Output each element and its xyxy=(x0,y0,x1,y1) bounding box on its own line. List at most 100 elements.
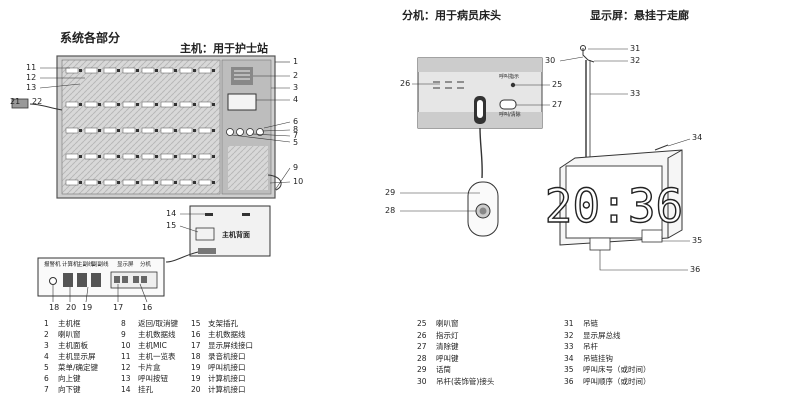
card-slot xyxy=(65,127,79,134)
host-heading: 主机：用于护士站 xyxy=(180,42,268,55)
card-slot xyxy=(179,67,193,74)
legend-number: 35 xyxy=(564,365,574,374)
display-clock: 20:36 xyxy=(545,179,683,233)
legend-text: 呼叫键 xyxy=(436,353,459,363)
call-button[interactable] xyxy=(79,103,82,106)
up-button[interactable] xyxy=(236,128,244,136)
menu-button[interactable] xyxy=(226,128,234,136)
callout-host: 13 xyxy=(26,83,37,92)
callout-back: 18 xyxy=(49,303,60,312)
call-button[interactable] xyxy=(98,103,101,106)
legend-number: 18 xyxy=(191,352,201,361)
call-button[interactable] xyxy=(193,181,196,184)
call-button[interactable] xyxy=(79,129,82,132)
card-slot xyxy=(84,179,98,186)
call-button[interactable] xyxy=(212,69,215,72)
call-button[interactable] xyxy=(98,69,101,72)
call-button[interactable] xyxy=(136,103,139,106)
call-button[interactable] xyxy=(174,103,177,106)
callout-back: 16 xyxy=(142,303,153,312)
call-button[interactable] xyxy=(193,103,196,106)
call-button[interactable] xyxy=(117,129,120,132)
legend-number: 20 xyxy=(191,385,201,394)
legend-text: 呼叫按钮 xyxy=(138,374,168,383)
call-button[interactable] xyxy=(212,155,215,158)
call-button[interactable] xyxy=(98,181,101,184)
host-card-area xyxy=(61,59,221,195)
ext-label-indicator: 呼叫指示 xyxy=(499,74,520,80)
back-button[interactable] xyxy=(256,128,264,136)
call-button[interactable] xyxy=(212,129,215,132)
call-button[interactable] xyxy=(193,129,196,132)
call-button[interactable] xyxy=(136,155,139,158)
card-slot xyxy=(103,153,117,160)
legend-number: 32 xyxy=(564,330,574,340)
callout-ext: 29 xyxy=(385,188,396,197)
call-button[interactable] xyxy=(79,155,82,158)
call-button[interactable] xyxy=(155,129,158,132)
callout-disp: 33 xyxy=(630,89,641,98)
host-buttons xyxy=(226,128,264,136)
call-button[interactable] xyxy=(174,69,177,72)
card-slot xyxy=(160,179,174,186)
callout-host: 3 xyxy=(293,83,299,92)
legend-text: 主机显示屏 xyxy=(58,352,96,361)
host-data-plug xyxy=(11,98,29,109)
back-label-main-line: 主副线 xyxy=(77,262,94,268)
card-slot xyxy=(84,153,98,160)
legend-number: 31 xyxy=(564,319,574,328)
down-button[interactable] xyxy=(246,128,254,136)
legend-number: 36 xyxy=(564,376,574,386)
card-slot xyxy=(198,179,212,186)
legend-number: 14 xyxy=(121,385,131,394)
legend-number: 2 xyxy=(44,330,49,339)
call-button[interactable] xyxy=(136,129,139,132)
callout-host: 10 xyxy=(293,177,304,186)
legend-text: 主机数据线 xyxy=(208,330,246,339)
call-button[interactable] xyxy=(98,129,101,132)
call-button[interactable] xyxy=(212,103,215,106)
card-slot xyxy=(103,101,117,108)
callout-disp: 36 xyxy=(690,265,701,274)
callout-host: 11 xyxy=(26,63,37,72)
call-clear-button[interactable] xyxy=(499,99,517,110)
call-button[interactable] xyxy=(174,181,177,184)
call-button[interactable] xyxy=(117,181,120,184)
legend-text: 计算机接口 xyxy=(208,385,246,394)
call-button[interactable] xyxy=(155,69,158,72)
callout-host: 8 xyxy=(293,125,299,134)
card-slot xyxy=(198,153,212,160)
back-label-recorder: 报警机 xyxy=(44,262,61,268)
call-button[interactable] xyxy=(79,69,82,72)
card-slot xyxy=(84,127,98,134)
legend-text: 指示灯 xyxy=(436,330,459,340)
call-button[interactable] xyxy=(155,103,158,106)
call-button[interactable] xyxy=(174,129,177,132)
call-button[interactable] xyxy=(212,181,215,184)
card-slot xyxy=(160,127,174,134)
callout-host: 12 xyxy=(26,73,37,82)
card-slot xyxy=(198,101,212,108)
call-button[interactable] xyxy=(117,69,120,72)
call-button[interactable] xyxy=(193,155,196,158)
callout-back: 19 xyxy=(82,303,93,312)
card-slot xyxy=(103,179,117,186)
call-button[interactable] xyxy=(136,69,139,72)
call-button[interactable] xyxy=(155,155,158,158)
legend-text: 录音机接口 xyxy=(208,352,246,361)
call-button[interactable] xyxy=(155,181,158,184)
call-button[interactable] xyxy=(174,155,177,158)
call-button[interactable] xyxy=(193,69,196,72)
call-button[interactable] xyxy=(79,181,82,184)
legend-text: 主机MIC xyxy=(138,341,167,350)
call-button[interactable] xyxy=(117,103,120,106)
call-button[interactable] xyxy=(117,155,120,158)
card-slot xyxy=(65,101,79,108)
call-button[interactable] xyxy=(98,155,101,158)
legend-number: 15 xyxy=(191,319,201,328)
card-slot xyxy=(141,179,155,186)
legend-text: 话筒 xyxy=(436,365,451,374)
display-face xyxy=(565,165,663,239)
call-button[interactable] xyxy=(136,181,139,184)
